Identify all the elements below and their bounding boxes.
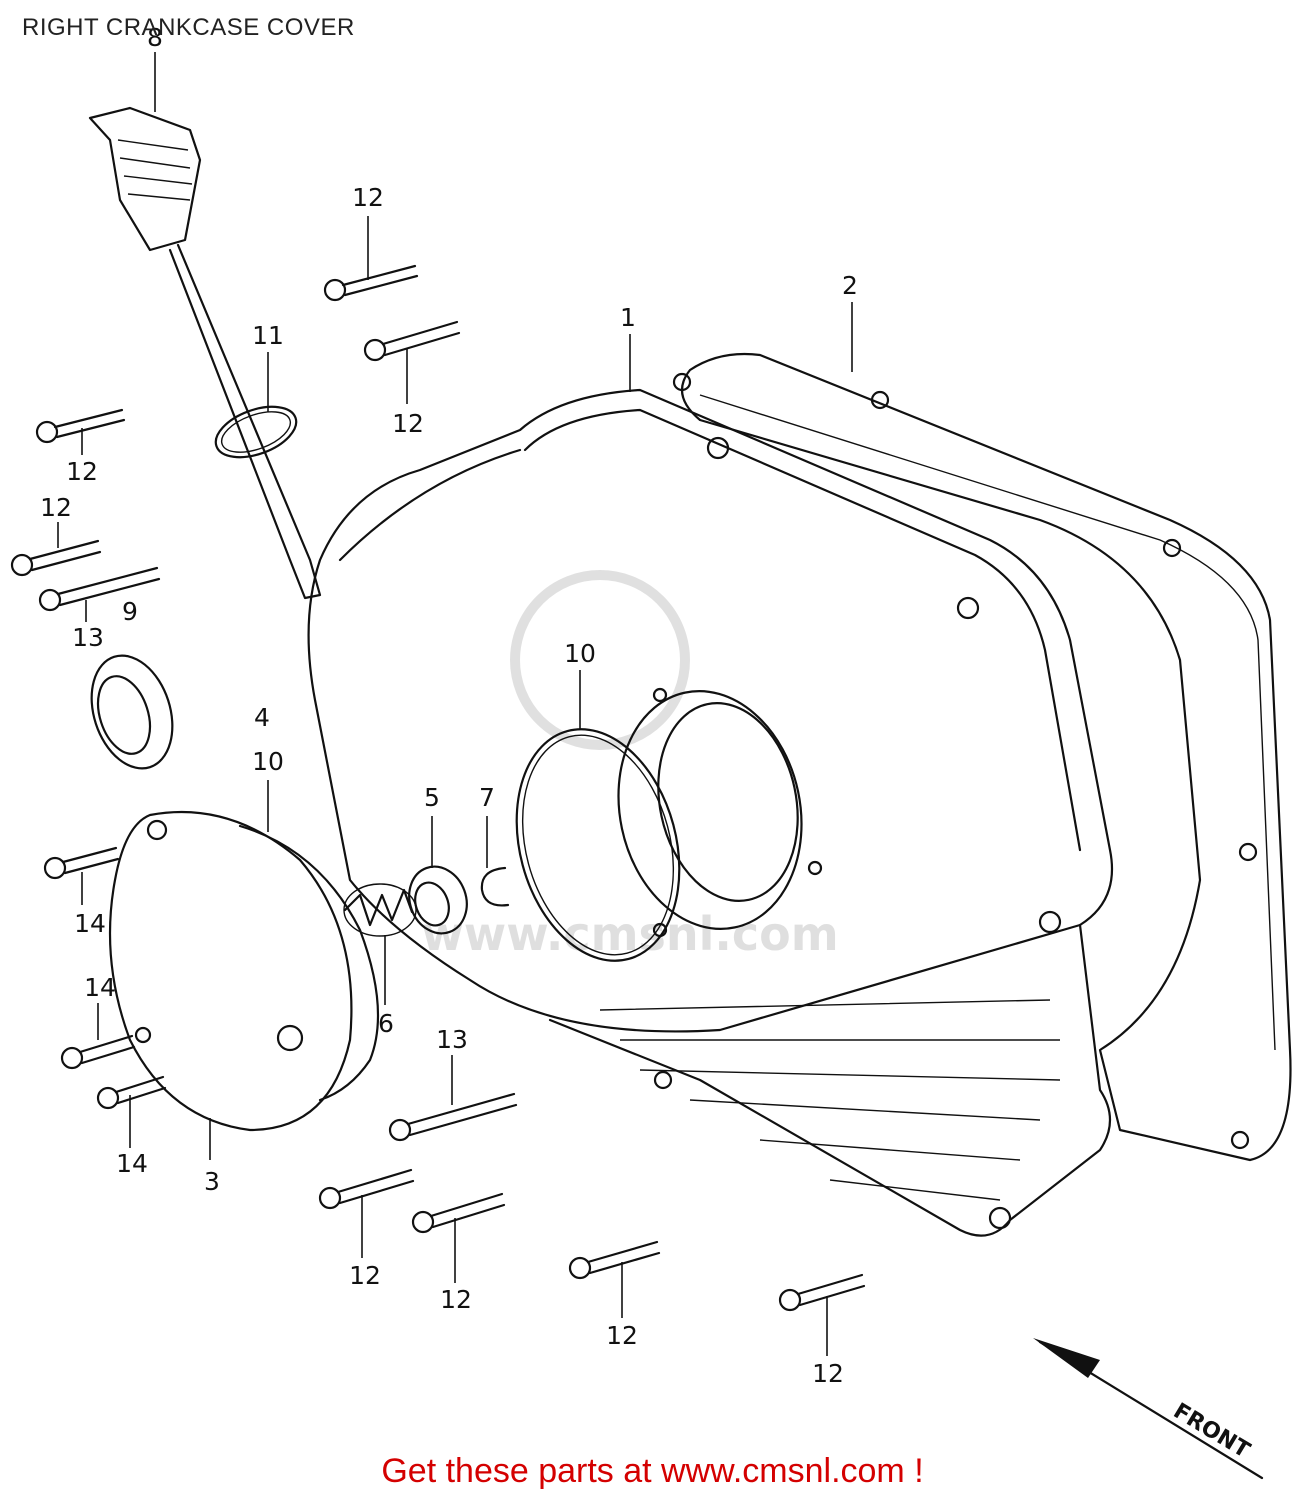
- callout-9: 9: [122, 597, 138, 626]
- callout-12: 12: [40, 493, 72, 522]
- callout-14: 14: [84, 973, 116, 1002]
- bolt-12-f: [411, 1192, 506, 1234]
- callout-10: 10: [564, 639, 596, 668]
- leader-lines: [57, 52, 853, 1356]
- bolt-12-e: [318, 1168, 415, 1210]
- callout-14: 14: [116, 1149, 148, 1178]
- oil-filler-cap-part-8: [88, 106, 322, 600]
- callout-13: 13: [72, 623, 104, 652]
- page-title: RIGHT CRANKCASE COVER: [22, 14, 355, 41]
- callout-labels: 8 12 2 1 11 12 12 12 13 9 10 4 10 5 7 14…: [40, 23, 858, 1388]
- spring-part-6: [343, 883, 417, 937]
- callout-8: 8: [147, 23, 163, 52]
- callout-10: 10: [252, 747, 284, 776]
- cover-part-1: [307, 388, 1114, 1237]
- bolt-12-b: [363, 320, 461, 362]
- bolt-12-g: [568, 1240, 661, 1280]
- clip-part-7: [480, 866, 510, 907]
- callout-1: 1: [620, 303, 636, 332]
- callout-11: 11: [252, 321, 284, 350]
- collar-part-5: [408, 865, 468, 935]
- callout-12: 12: [606, 1321, 638, 1350]
- o-ring-part-10: [515, 728, 681, 962]
- bolt-13-a: [38, 566, 161, 612]
- bolt-14-c: [96, 1075, 167, 1110]
- callout-12: 12: [349, 1261, 381, 1290]
- callout-13: 13: [436, 1025, 468, 1054]
- bolt-14-b: [60, 1034, 136, 1070]
- callout-6: 6: [378, 1009, 394, 1038]
- callout-4: 4: [254, 703, 270, 732]
- bolt-14-a: [43, 846, 120, 880]
- bolt-12-a: [323, 264, 419, 302]
- point-cover-part-3: [108, 810, 380, 1132]
- callout-14: 14: [74, 909, 106, 938]
- callout-7: 7: [479, 783, 495, 812]
- bolt-12-h: [778, 1273, 866, 1312]
- bolt-13-b: [388, 1092, 518, 1142]
- bolt-12-d: [10, 539, 102, 577]
- o-ring-part-11: [214, 405, 298, 459]
- bolts: [10, 264, 866, 1312]
- callout-12: 12: [440, 1285, 472, 1314]
- gasket-part-2: [672, 352, 1292, 1162]
- bolt-12-c: [35, 408, 126, 444]
- callout-12: 12: [66, 457, 98, 486]
- callout-12: 12: [392, 409, 424, 438]
- callout-3: 3: [204, 1167, 220, 1196]
- footer-link-text[interactable]: Get these parts at www.cmsnl.com !: [381, 1452, 924, 1490]
- oil-seal-part-9: [90, 654, 174, 770]
- callout-12: 12: [812, 1359, 844, 1388]
- callout-2: 2: [842, 271, 858, 300]
- callout-5: 5: [424, 783, 440, 812]
- callout-12: 12: [352, 183, 384, 212]
